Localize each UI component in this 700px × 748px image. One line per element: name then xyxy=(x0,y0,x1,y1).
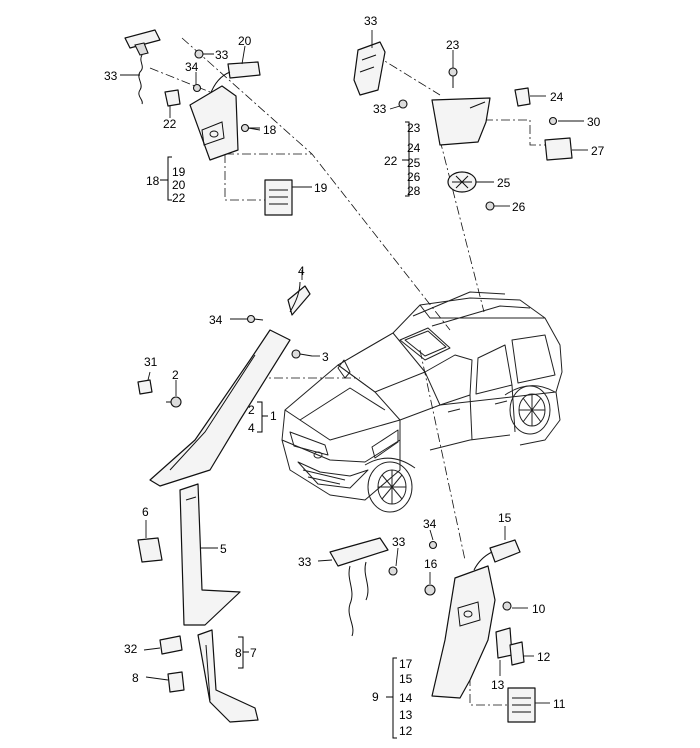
b-pillar-lower-trim-group xyxy=(137,483,259,723)
callout-11-label: 11 xyxy=(553,697,566,711)
callout-7: 7 xyxy=(250,646,257,660)
callout-22-top: 23 xyxy=(446,38,460,52)
callout-4-group: 4 xyxy=(248,421,255,435)
callout-26-group: 28 xyxy=(407,184,421,198)
callout-22-group: 23 xyxy=(407,121,421,135)
callout-33-top-left: 33 xyxy=(215,48,229,62)
callout-13-group: 14 xyxy=(399,691,413,705)
callout-29: 32 xyxy=(124,642,138,656)
callout-12-group: 13 xyxy=(399,708,413,722)
callout-31: 33 xyxy=(104,69,118,83)
callout-33-top-right: 33 xyxy=(373,102,387,116)
callout-24-side: 25 xyxy=(497,176,511,190)
suv-illustration xyxy=(281,291,563,513)
callout-27: 30 xyxy=(587,115,601,129)
callout-9: 9 xyxy=(372,690,379,704)
c-pillar-lower-trim-group xyxy=(329,537,536,723)
callout-6: 6 xyxy=(142,505,149,519)
callout-20-group: 22 xyxy=(172,191,186,205)
callout-2-top: 2 xyxy=(172,368,179,382)
callout-34-top-left: 34 xyxy=(185,60,199,74)
callout-2-group: 2 xyxy=(248,403,255,417)
callout-15-clip: 16 xyxy=(424,557,438,571)
callout-20-top: 22 xyxy=(163,117,177,131)
callout-18-label: 19 xyxy=(314,181,328,195)
callout-18-group: 19 xyxy=(172,165,186,179)
group-brackets xyxy=(160,121,410,739)
callout-23-side: 24 xyxy=(550,90,564,104)
callout-5: 5 xyxy=(220,542,227,556)
callout-25-group: 26 xyxy=(407,170,421,184)
callout-25-side: 26 xyxy=(512,200,526,214)
callout-16: 18 xyxy=(146,174,160,188)
a-pillar-trim-group xyxy=(137,281,313,487)
callout-10: 10 xyxy=(532,602,546,616)
callout-33-bottom: 33 xyxy=(392,535,406,549)
c-pillar-upper-trim-group xyxy=(353,41,573,211)
callout-30: 33 xyxy=(298,555,312,569)
callout-15-group: 17 xyxy=(399,657,413,671)
callout-8-group: 8 xyxy=(235,646,242,660)
callout-13-side: 13 xyxy=(491,678,505,692)
callout-19-group: 20 xyxy=(172,178,186,192)
callout-11-group: 12 xyxy=(399,724,413,738)
callout-17: 18 xyxy=(263,123,277,137)
callout-8-clip: 8 xyxy=(132,671,139,685)
callout-1: 1 xyxy=(270,409,277,423)
callout-21: 22 xyxy=(384,154,398,168)
callout-23-group: 24 xyxy=(407,141,421,155)
callout-28: 31 xyxy=(144,355,158,369)
callout-24-group: 25 xyxy=(407,156,421,170)
callout-4-top: 4 xyxy=(298,264,305,278)
callout-14-group: 15 xyxy=(399,672,413,686)
callout-12-side: 12 xyxy=(537,650,551,664)
leader-lines xyxy=(120,30,588,704)
callout-32: 33 xyxy=(364,14,378,28)
callout-19-top: 20 xyxy=(238,34,252,48)
callout-3: 3 xyxy=(322,350,329,364)
callout-34-middle: 34 xyxy=(209,313,223,327)
b-pillar-upper-trim-group xyxy=(124,29,293,216)
callout-labels: 33 33 20 34 22 18 18 19 20 22 19 33 23 3… xyxy=(104,14,605,738)
callout-14-pad: 15 xyxy=(498,511,512,525)
callout-26-side: 27 xyxy=(591,144,605,158)
callout-34-bottom: 34 xyxy=(423,517,437,531)
